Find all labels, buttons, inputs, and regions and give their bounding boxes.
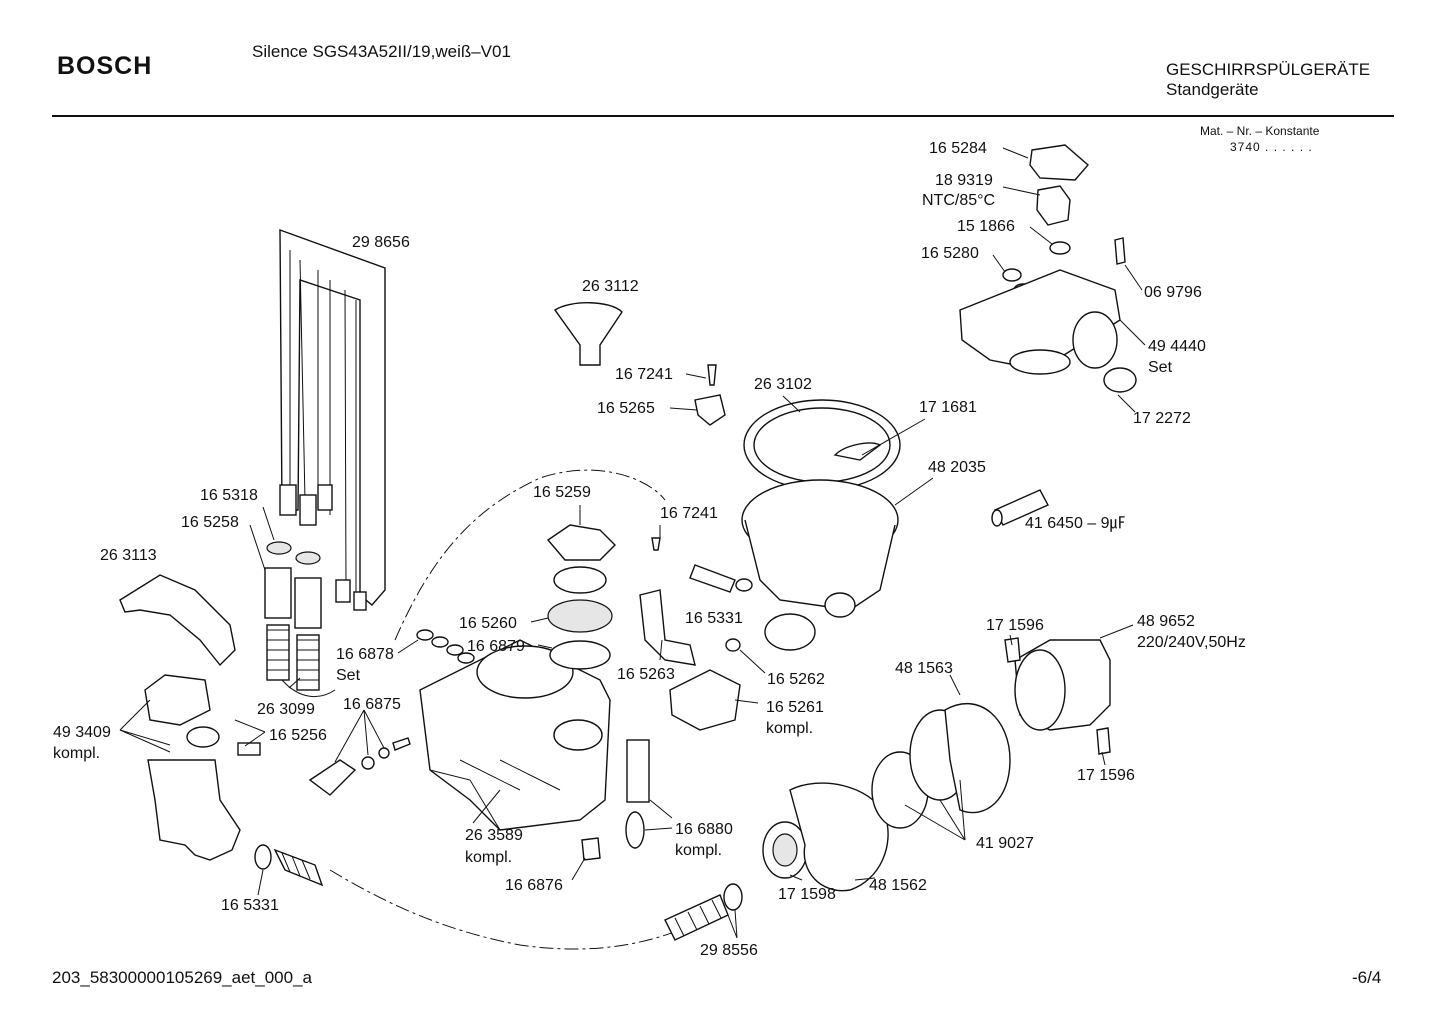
clip-part [1114, 237, 1126, 265]
assembly-path-line [329, 869, 681, 950]
clip-small-part [725, 638, 741, 652]
part-label-165265: 16 5265 [597, 400, 655, 417]
category-title: GESCHIRRSPÜLGERÄTE [1166, 60, 1371, 79]
sump-housing-part [419, 639, 611, 831]
cover-part [119, 574, 236, 667]
part-label-165318: 16 5318 [200, 487, 258, 504]
part-label-263113: 26 3113 [100, 547, 157, 564]
part-label-166875: 16 6875 [343, 696, 401, 713]
filter-rings-part [546, 524, 616, 670]
part-label-165259: 16 5259 [533, 484, 591, 501]
model-title: Silence SGS43A52II/19,weiß–V01 [252, 42, 511, 61]
part-label-189319-spec: NTC/85°C [922, 192, 996, 209]
ring-seal-part [735, 578, 753, 592]
part-label-166878-set: Set [336, 667, 361, 684]
leader-lines [119, 147, 1146, 939]
material-number-value: 3740 . . . . . . [1230, 140, 1313, 154]
part-label-069796: 06 9796 [1144, 284, 1202, 301]
header-divider [52, 115, 1394, 117]
o-ring-part [1049, 241, 1071, 255]
brand-logo: BOSCH [57, 52, 153, 80]
screw-part [707, 364, 717, 386]
part-label-166879: 16 6879 [467, 638, 525, 655]
cover-cap-part [1029, 144, 1089, 181]
part-label-166876: 16 6876 [505, 877, 563, 894]
part-label-167241: 16 7241 [615, 366, 673, 383]
material-number-heading: Mat. – Nr. – Konstante [1200, 124, 1320, 138]
sensor-part [625, 739, 650, 849]
heater-assembly-part [959, 269, 1137, 393]
part-label-165331: 16 5331 [685, 610, 743, 627]
pump-motor-part [1004, 637, 1111, 755]
pump-pot-part [741, 399, 901, 651]
part-label-171681: 17 1681 [919, 399, 977, 416]
part-label-165284: 16 5284 [929, 140, 987, 157]
part-label-263589-kompl: kompl. [465, 849, 513, 866]
part-label-494440-set: Set [1148, 359, 1173, 376]
relay-part [669, 669, 741, 731]
part-label-298656: 29 8656 [352, 234, 410, 251]
part-label-165331-b: 16 5331 [221, 897, 279, 914]
part-label-482035: 48 2035 [928, 459, 986, 476]
spring-part [689, 564, 736, 593]
screw-part [651, 537, 661, 551]
part-label-166880-kompl: kompl. [675, 842, 723, 859]
part-label-416450: 41 6450 – 9㎌ [1025, 515, 1126, 532]
clip-part [581, 837, 601, 861]
part-label-165261: 16 5261 [766, 699, 824, 716]
part-label-165256: 16 5256 [269, 727, 327, 744]
part-label-165260: 16 5260 [459, 615, 517, 632]
seal-tube-set-part [264, 541, 322, 691]
small-caps-set-part [416, 629, 475, 664]
part-label-171596: 17 1596 [986, 617, 1044, 634]
part-label-165261-kompl: kompl. [766, 720, 814, 737]
spray-arm-duct-part [279, 228, 386, 611]
part-label-489652: 48 9652 [1137, 613, 1195, 630]
part-label-165263: 16 5263 [617, 666, 675, 683]
capacitor-part [991, 489, 1049, 527]
hose-part [664, 883, 743, 941]
part-label-263112: 26 3112 [582, 278, 639, 295]
part-label-189319: 18 9319 [935, 172, 993, 189]
part-label-263099: 26 3099 [257, 701, 315, 718]
part-label-165258: 16 5258 [181, 514, 239, 531]
part-label-493409-kompl: kompl. [53, 745, 101, 762]
assembly-path-line [394, 469, 666, 641]
category-subtitle: Standgeräte [1166, 80, 1259, 99]
part-label-489652-spec: 220/240V,50Hz [1137, 634, 1246, 651]
part-label-172272: 17 2272 [1133, 410, 1191, 427]
circulation-pump-part [762, 703, 1011, 892]
clip-part [639, 589, 696, 666]
part-label-419027: 41 9027 [976, 835, 1034, 852]
part-label-166880: 16 6880 [675, 821, 733, 838]
document-code: 203_58300000105269_aet_000_a [52, 968, 312, 987]
funnel-part [554, 302, 623, 366]
o-ring-part [1002, 268, 1022, 282]
hose-part [254, 844, 324, 887]
part-label-166878: 16 6878 [336, 646, 394, 663]
part-label-298556: 29 8556 [700, 942, 758, 959]
part-label-481562: 48 1562 [869, 877, 927, 894]
part-label-494440: 49 4440 [1148, 338, 1206, 355]
valve-part [308, 737, 411, 796]
part-label-263589: 26 3589 [465, 827, 523, 844]
ntc-sensor-part [1036, 185, 1071, 226]
valve-block-part [144, 674, 261, 861]
assembly-path-line [281, 679, 336, 698]
part-label-493409: 49 3409 [53, 724, 111, 741]
part-label-165262: 16 5262 [767, 671, 825, 688]
part-label-165280: 16 5280 [921, 245, 979, 262]
part-label-171596-b: 17 1596 [1077, 767, 1135, 784]
part-label-167241-b: 16 7241 [660, 505, 718, 522]
bracket-part [694, 394, 726, 426]
page-number: -6/4 [1352, 968, 1382, 987]
part-label-171598: 17 1598 [778, 886, 836, 903]
part-label-481563: 48 1563 [895, 660, 953, 677]
part-label-263102: 26 3102 [754, 376, 812, 393]
part-label-151866: 15 1866 [957, 218, 1015, 235]
